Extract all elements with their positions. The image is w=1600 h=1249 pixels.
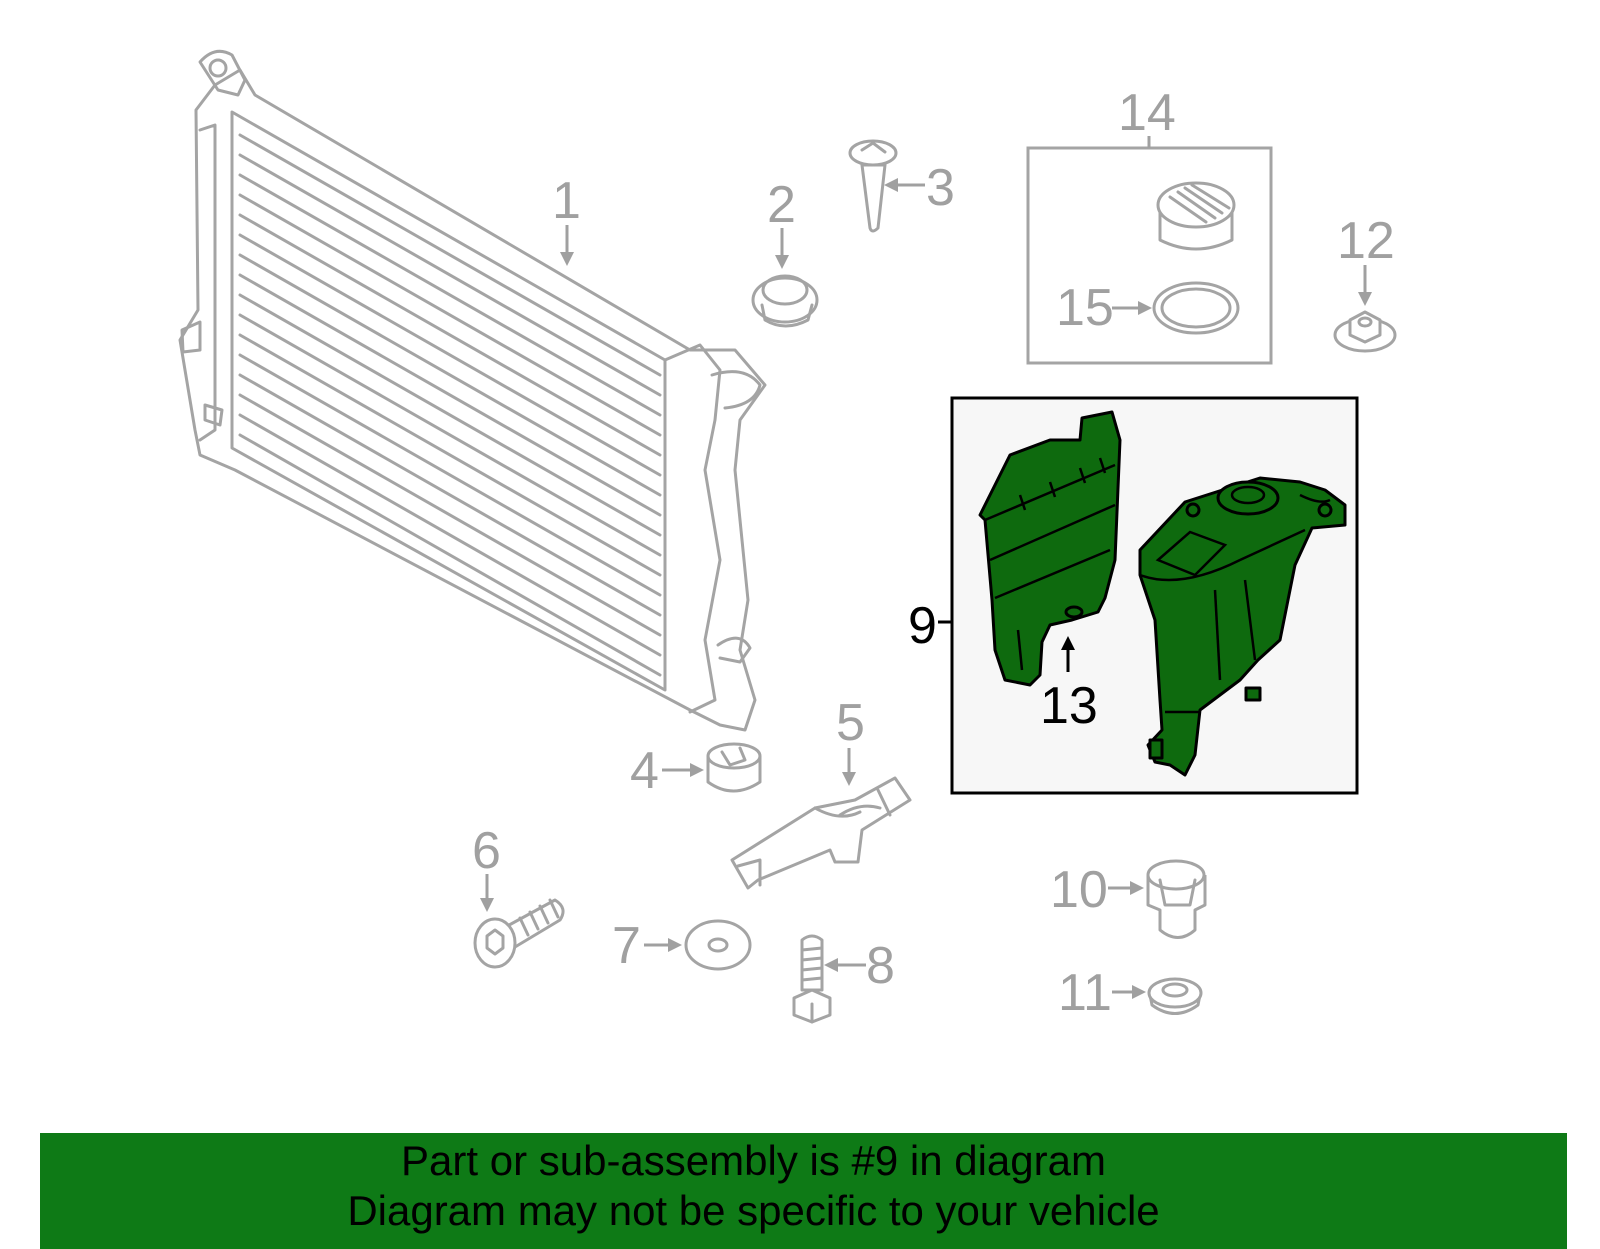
reservoir-tank-icon bbox=[1138, 476, 1347, 777]
grommet-part-2[interactable] bbox=[751, 274, 819, 328]
callout-14: 14 bbox=[1118, 84, 1176, 148]
shield-part-13[interactable] bbox=[978, 410, 1122, 687]
callout-15: 15 bbox=[1056, 279, 1152, 337]
callout-5: 5 bbox=[836, 694, 865, 786]
svg-text:3: 3 bbox=[926, 159, 955, 217]
callout-12: 12 bbox=[1337, 212, 1395, 306]
svg-text:15: 15 bbox=[1056, 279, 1114, 337]
callout-11: 11 bbox=[1058, 964, 1146, 1022]
svg-text:9: 9 bbox=[908, 597, 937, 655]
nut-part-11[interactable] bbox=[1147, 977, 1203, 1015]
callout-10: 10 bbox=[1050, 861, 1144, 919]
seal-part-15[interactable] bbox=[1152, 281, 1240, 335]
bushing-part-4[interactable] bbox=[706, 742, 762, 793]
stud-part-8[interactable] bbox=[792, 934, 832, 1024]
svg-text:5: 5 bbox=[836, 694, 865, 752]
svg-text:12: 12 bbox=[1337, 212, 1395, 270]
banner-line-2: Diagram may not be specific to your vehi… bbox=[347, 1187, 1160, 1234]
kit-box-part-14[interactable] bbox=[1026, 146, 1273, 365]
callout-2: 2 bbox=[767, 176, 796, 269]
bracket-part-5[interactable] bbox=[730, 776, 912, 890]
bolt-part-6[interactable] bbox=[473, 898, 565, 969]
svg-text:2: 2 bbox=[767, 176, 796, 234]
callout-3: 3 bbox=[884, 159, 955, 217]
washer-part-7[interactable] bbox=[684, 919, 752, 971]
callout-4: 4 bbox=[630, 742, 704, 800]
callout-6: 6 bbox=[472, 822, 501, 912]
svg-text:14: 14 bbox=[1118, 84, 1176, 142]
callout-8: 8 bbox=[824, 937, 895, 995]
callout-7: 7 bbox=[612, 917, 682, 975]
callout-9: 9 bbox=[908, 597, 952, 655]
banner-line-1: Part or sub-assembly is #9 in diagram bbox=[401, 1137, 1106, 1184]
info-banner: Part or sub-assembly is #9 in diagram Di… bbox=[40, 1133, 1567, 1249]
svg-text:8: 8 bbox=[866, 937, 895, 995]
svg-text:6: 6 bbox=[472, 822, 501, 880]
cap-icon bbox=[1156, 181, 1236, 251]
pin-part-3[interactable] bbox=[848, 139, 898, 233]
svg-text:4: 4 bbox=[630, 742, 659, 800]
svg-text:11: 11 bbox=[1058, 964, 1112, 1022]
callout-1: 1 bbox=[552, 172, 581, 266]
svg-text:13: 13 bbox=[1040, 677, 1098, 735]
callout-13: 13 bbox=[1040, 636, 1098, 735]
flange-nut-part-12[interactable] bbox=[1333, 310, 1397, 353]
svg-text:1: 1 bbox=[552, 172, 581, 230]
highlighted-assembly-part-9[interactable] bbox=[950, 396, 1359, 795]
radiator-part-1[interactable] bbox=[178, 49, 767, 732]
svg-text:10: 10 bbox=[1050, 861, 1108, 919]
bumper-part-10[interactable] bbox=[1146, 859, 1207, 939]
svg-text:7: 7 bbox=[612, 917, 641, 975]
